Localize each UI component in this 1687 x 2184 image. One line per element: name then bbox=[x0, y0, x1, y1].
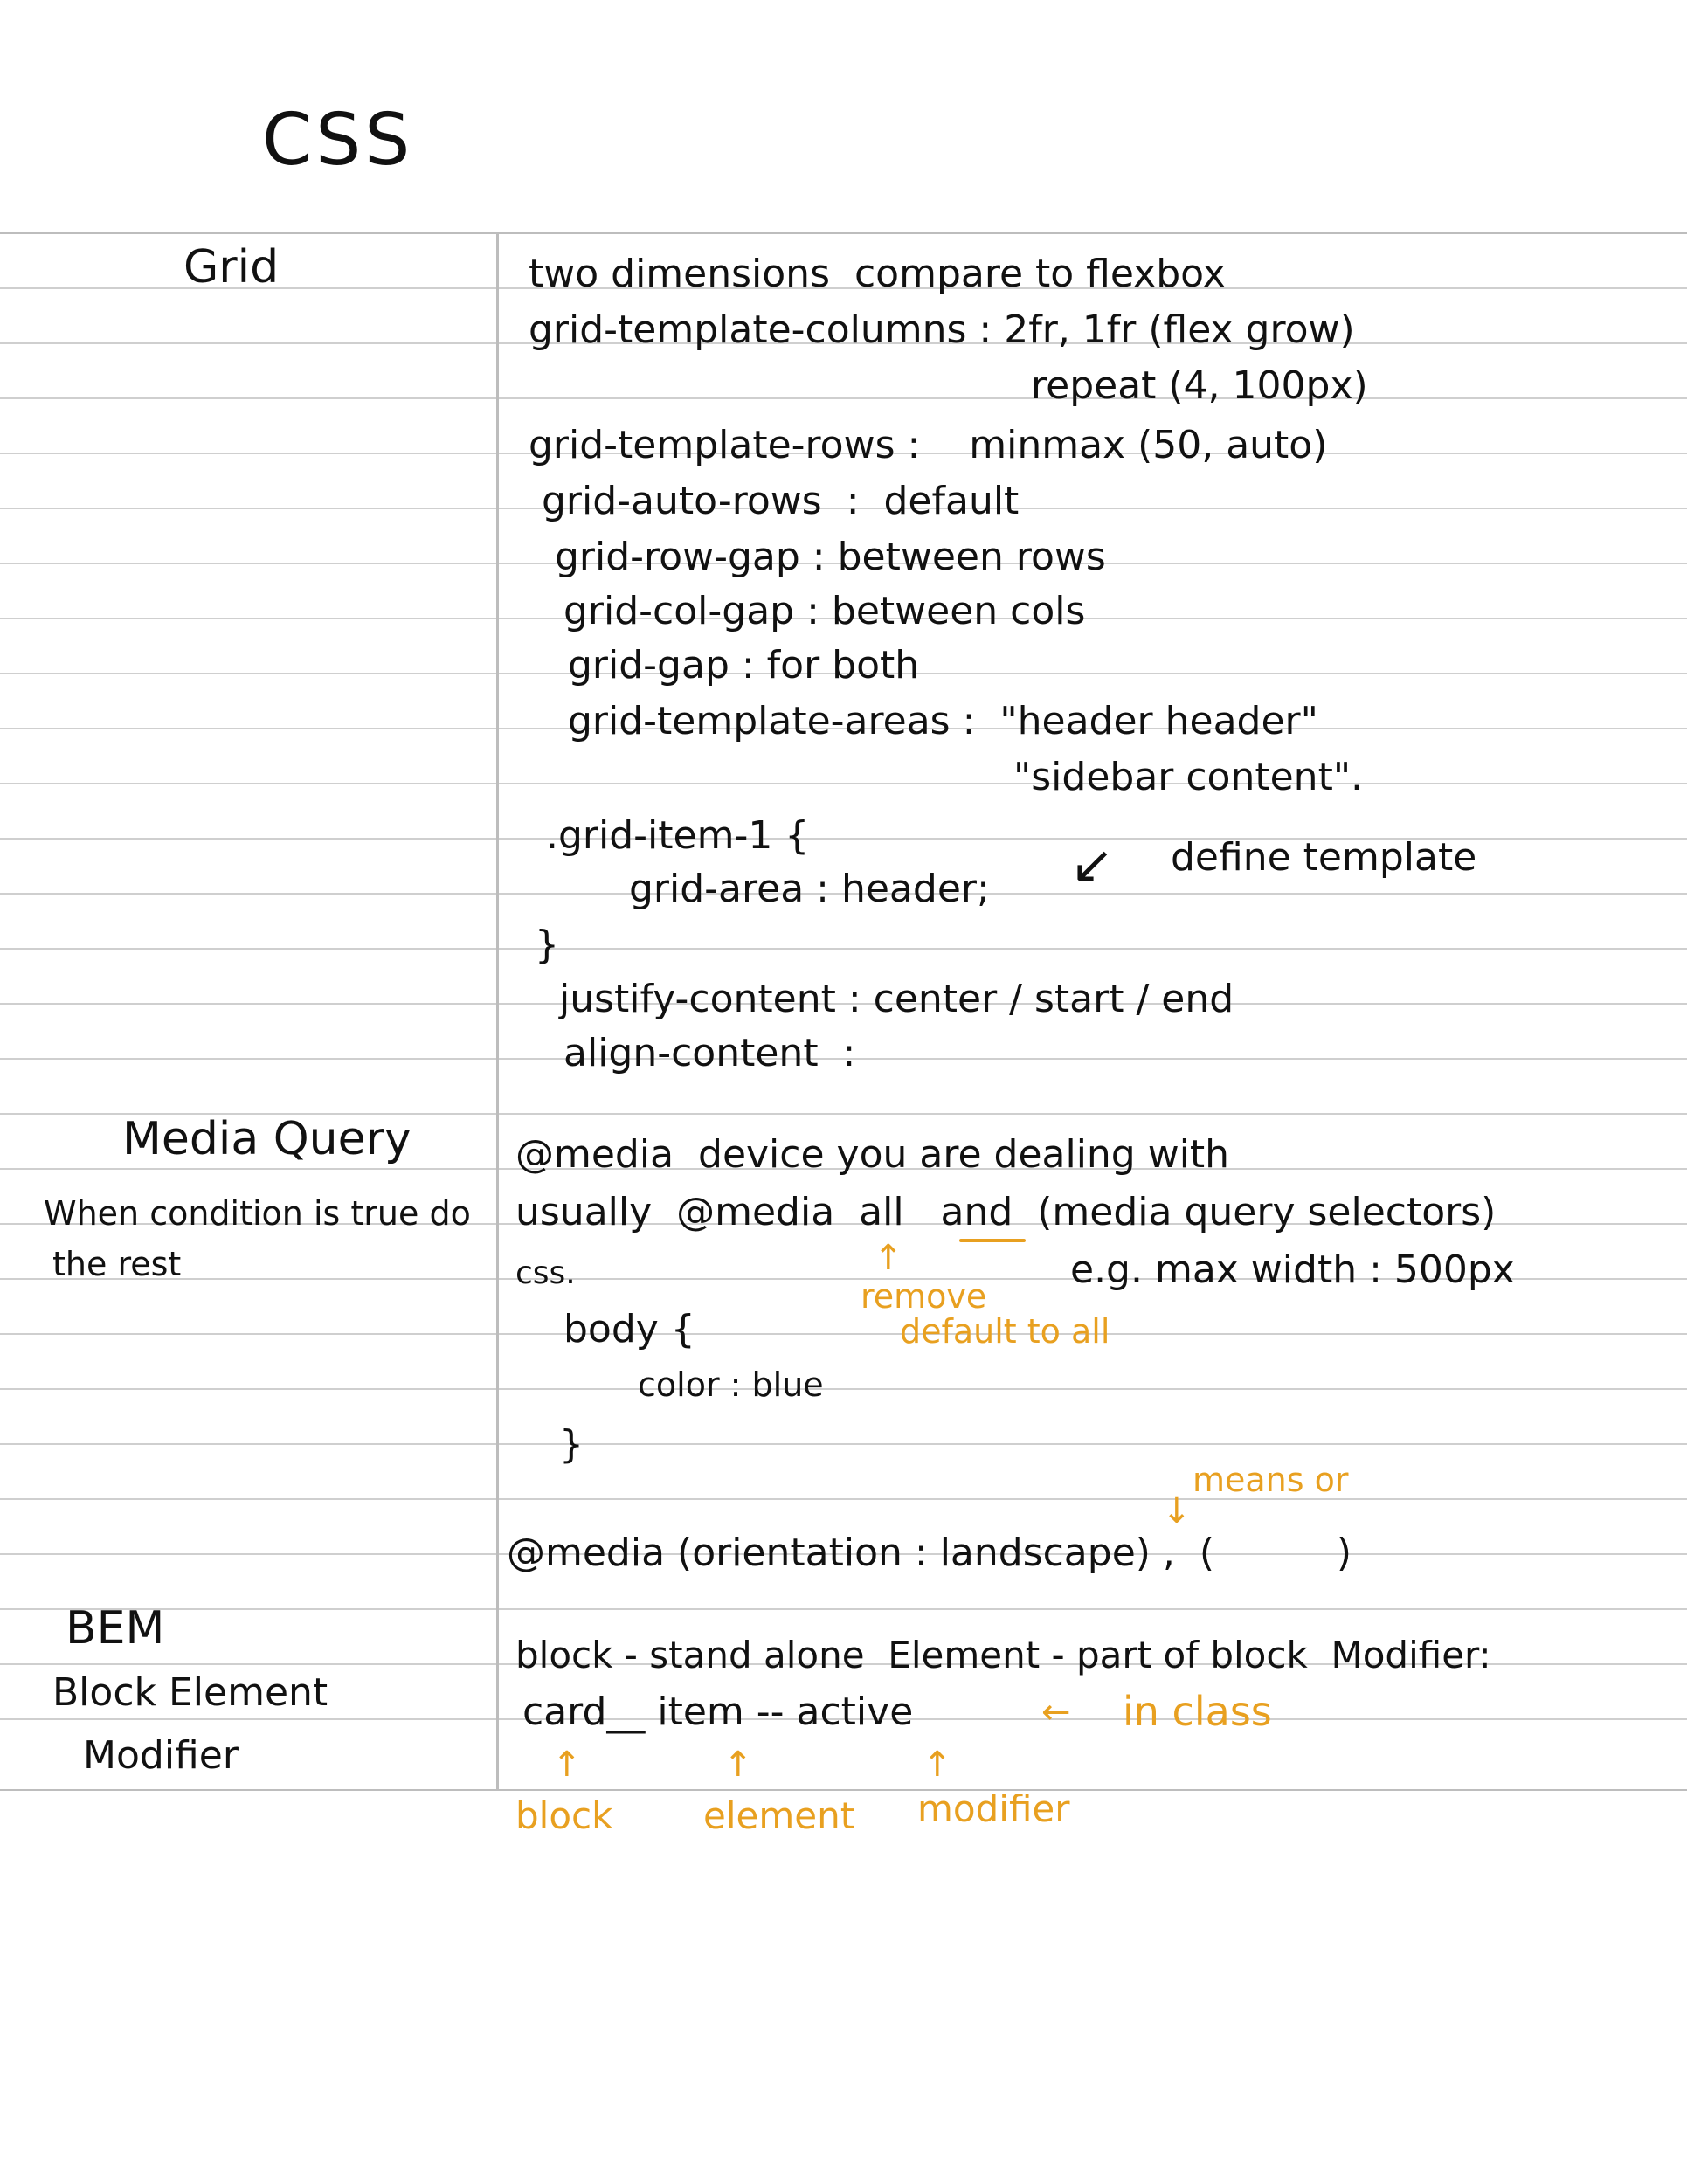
rule-line bbox=[0, 1003, 1687, 1005]
note-line: grid-auto-rows : default bbox=[542, 479, 1020, 523]
arrow-up-icon: ↑ bbox=[552, 1745, 582, 1785]
note-line: grid-gap : for both bbox=[568, 643, 920, 688]
note-line: grid-col-gap : between cols bbox=[563, 589, 1086, 633]
section-note: the rest bbox=[52, 1245, 182, 1283]
rule-line bbox=[0, 1058, 1687, 1060]
page-title: CSS bbox=[262, 99, 414, 182]
rule-line bbox=[0, 893, 1687, 895]
rule-line bbox=[0, 563, 1687, 564]
label-modifier: modifier bbox=[917, 1787, 1070, 1830]
section-note: When condition is true do bbox=[44, 1194, 471, 1233]
rule-line bbox=[0, 838, 1687, 840]
arrow-up-icon: ↑ bbox=[923, 1745, 952, 1785]
note-line: css. bbox=[515, 1255, 576, 1291]
rule-line bbox=[0, 1388, 1687, 1390]
note-line: grid-template-rows : minmax (50, auto) bbox=[529, 423, 1328, 467]
section-subheading: Modifier bbox=[83, 1733, 239, 1778]
rule-line bbox=[0, 232, 1687, 234]
rule-line bbox=[0, 397, 1687, 399]
note-line: body { bbox=[563, 1307, 695, 1351]
note-line: @media (orientation : landscape) , ( ) bbox=[507, 1531, 1352, 1575]
note-line: usually @media all and (media query sele… bbox=[515, 1190, 1497, 1234]
note-line: color : blue bbox=[638, 1365, 824, 1404]
note-line: repeat (4, 100px) bbox=[1031, 363, 1368, 408]
rule-line bbox=[0, 1113, 1687, 1115]
rule-line bbox=[0, 1333, 1687, 1335]
rule-line bbox=[0, 1168, 1687, 1170]
arrow-down-icon: ↓ bbox=[1162, 1491, 1192, 1531]
rule-line bbox=[0, 673, 1687, 674]
note-line: e.g. max width : 500px bbox=[1070, 1248, 1515, 1292]
arrow-up-icon: ↑ bbox=[874, 1238, 903, 1278]
rule-line bbox=[0, 1443, 1687, 1445]
rule-line bbox=[0, 287, 1687, 289]
rule-line bbox=[0, 618, 1687, 619]
note-line: define template bbox=[1171, 835, 1477, 880]
note-line: } bbox=[559, 1422, 584, 1467]
note-line: justify-content : center / start / end bbox=[559, 977, 1234, 1021]
note-line: block - stand alone Element - part of bl… bbox=[515, 1634, 1491, 1676]
rule-line bbox=[0, 1553, 1687, 1555]
rule-line bbox=[0, 1663, 1687, 1665]
annotation-means-or: means or bbox=[1193, 1461, 1349, 1499]
note-line: .grid-item-1 { bbox=[546, 813, 810, 858]
note-line: two dimensions compare to flexbox bbox=[529, 252, 1226, 296]
note-line: card__ item -- active bbox=[522, 1690, 914, 1734]
rule-line bbox=[0, 728, 1687, 729]
annotation-remove: remove bbox=[861, 1277, 987, 1316]
section-heading-bem: BEM bbox=[66, 1602, 165, 1655]
rule-line bbox=[0, 453, 1687, 454]
label-block: block bbox=[515, 1794, 613, 1837]
note-line: grid-area : header; bbox=[629, 867, 990, 911]
note-line: } bbox=[535, 923, 559, 967]
rule-line bbox=[0, 508, 1687, 509]
rule-line bbox=[0, 1223, 1687, 1225]
note-line: align-content : bbox=[563, 1031, 856, 1075]
arrow-down-left-icon: ↙ bbox=[1070, 834, 1115, 895]
annotation-in-class: in class bbox=[1123, 1688, 1272, 1735]
note-line: grid-row-gap : between rows bbox=[555, 535, 1106, 579]
rule-line bbox=[0, 783, 1687, 784]
note-line: "sidebar content". bbox=[1013, 755, 1364, 799]
annotation-default: default to all bbox=[900, 1312, 1110, 1351]
note-line: @media device you are dealing with bbox=[515, 1132, 1230, 1177]
rule-line bbox=[0, 342, 1687, 344]
arrow-up-icon: ↑ bbox=[723, 1745, 753, 1785]
note-line: grid-template-areas : "header header" bbox=[568, 699, 1318, 743]
rule-line bbox=[0, 1278, 1687, 1280]
margin-line bbox=[496, 232, 499, 1789]
rule-line bbox=[0, 948, 1687, 950]
arrow-left-icon: ← bbox=[1041, 1692, 1071, 1732]
rule-line bbox=[0, 1498, 1687, 1500]
note-line: grid-template-columns : 2fr, 1fr (flex g… bbox=[529, 308, 1355, 352]
underline-mark bbox=[959, 1239, 1026, 1242]
rule-line bbox=[0, 1789, 1687, 1791]
rule-line bbox=[0, 1718, 1687, 1720]
section-heading-grid: Grid bbox=[183, 241, 280, 294]
label-element: element bbox=[703, 1794, 855, 1837]
rule-line bbox=[0, 1608, 1687, 1610]
section-heading-media: Media Query bbox=[122, 1113, 411, 1165]
section-subheading: Block Element bbox=[52, 1670, 328, 1715]
